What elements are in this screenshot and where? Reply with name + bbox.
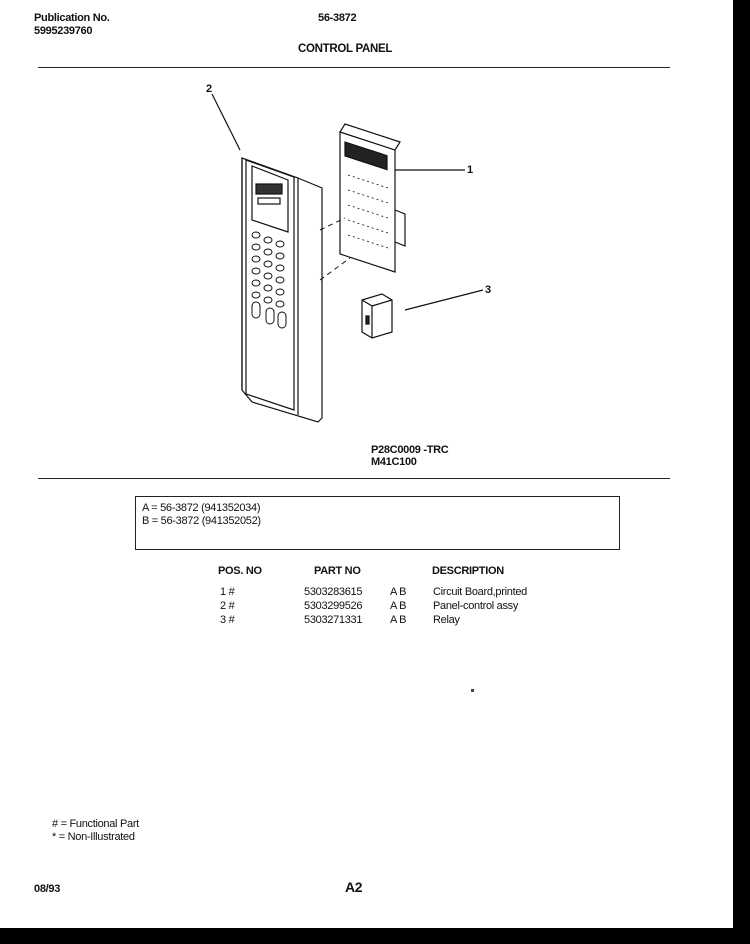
- table-row-desc: Relay: [433, 614, 460, 626]
- table-row-models: A B: [390, 586, 407, 598]
- desc-header: DESCRIPTION: [432, 565, 504, 577]
- part-header: PART NO: [314, 565, 361, 577]
- table-row-pos: 3 #: [220, 614, 235, 626]
- footnote-non-illustrated: * = Non-Illustrated: [52, 831, 135, 843]
- table-row-part: 5303299526: [304, 600, 363, 612]
- table-row-desc: Panel-control assy: [433, 600, 519, 612]
- page-number: A2: [345, 879, 363, 895]
- table-row-pos: 2 #: [220, 600, 235, 612]
- model-code: M41C100: [371, 456, 417, 468]
- model-b: B = 56-3872 (941352052): [142, 515, 261, 527]
- callout-1: 1: [467, 164, 473, 176]
- pos-column: 1 # 2 # 3 #: [220, 585, 235, 627]
- figure-code: P28C0009 -TRC: [371, 444, 449, 456]
- model-legend-box: A = 56-3872 (941352034) B = 56-3872 (941…: [135, 496, 620, 550]
- callout-2: 2: [206, 83, 212, 95]
- part-column: 5303283615 5303299526 5303271331: [304, 585, 362, 627]
- pos-header: POS. NO: [218, 565, 262, 577]
- table-row-models: A B: [390, 600, 407, 612]
- table-row-part: 5303271331: [304, 614, 363, 626]
- model-number: 56-3872: [318, 12, 357, 24]
- relay: [361, 293, 393, 339]
- callout-3: 3: [485, 284, 491, 296]
- table-row-pos: 1 #: [220, 586, 235, 598]
- revision-date: 08/93: [34, 883, 61, 895]
- table-row-part: 5303283615: [304, 586, 363, 598]
- exploded-view-diagram: 2 1 3: [206, 83, 491, 423]
- callout-leader-2: [211, 93, 241, 151]
- control-panel-assembly: [241, 157, 323, 423]
- table-row-desc: Circuit Board,printed: [433, 586, 527, 598]
- publication-number: 5995239760: [34, 25, 93, 37]
- circuit-board: [339, 123, 406, 273]
- desc-column: Circuit Board,printed Panel-control assy…: [433, 585, 527, 627]
- table-row-models: A B: [390, 614, 407, 626]
- callout-leader-3: [404, 289, 484, 311]
- header-divider: [38, 67, 670, 68]
- models-column: A B A B A B: [390, 585, 407, 627]
- diagram-divider: [38, 478, 670, 479]
- publication-label: Publication No.: [34, 12, 110, 24]
- parts-sheet: Publication No. 5995239760 56-3872 CONTR…: [0, 0, 733, 928]
- section-title: CONTROL PANEL: [298, 43, 393, 55]
- model-a: A = 56-3872 (941352034): [142, 502, 261, 514]
- footnote-functional: # = Functional Part: [52, 818, 139, 830]
- scan-speck: [471, 689, 474, 692]
